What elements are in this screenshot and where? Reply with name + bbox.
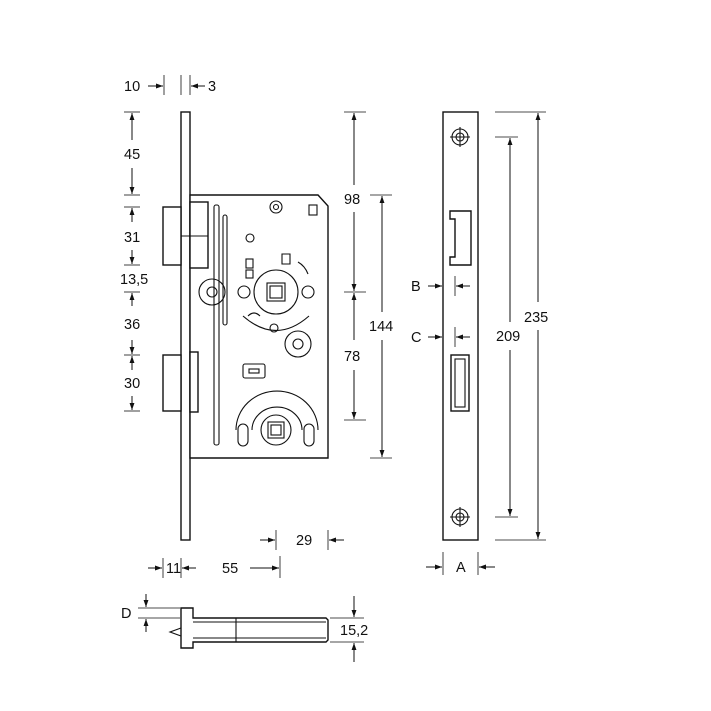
case-tab [308,204,318,216]
dimension-labels: 10 3 45 31 13,5 36 30 98 144 78 29 11 55… [120,79,548,639]
dim-faceplate-width: 10 [124,79,140,95]
key-slot-right [303,423,315,447]
key-arc-inner [251,406,303,431]
faceplate-side [180,111,191,541]
dim-case-edge-to-key: 29 [296,533,312,549]
key-arc-outer [235,390,319,431]
latch-bolt [162,206,182,266]
dim-top-to-latch: 45 [124,147,140,163]
spring-slot [242,363,266,379]
follower-ring [253,269,299,315]
side-latch-tip [168,627,182,637]
mechanism-tab-a [245,258,254,269]
rivet-right-inner [292,338,304,350]
rivet-left-inner [206,286,218,298]
dim-faceplate-thickness: 3 [208,79,216,95]
dim-latch-height: 31 [124,230,140,246]
case-screw-center [272,203,280,211]
lock-side-profile [180,607,329,649]
bolt-opening [450,354,470,412]
follower-pin-left [237,285,251,299]
key-slot-left [237,423,249,447]
follower-lower-hole [269,323,279,333]
bolt-opening-inner [454,358,466,408]
rivet-left-outer [198,278,226,306]
follower-pin-right [301,285,315,299]
dim-backset: 55 [222,561,238,577]
mechanism-notch [247,312,261,317]
latch-housing [189,201,209,269]
label-b: B [411,279,421,295]
case-screw-hole [269,200,283,214]
dim-screw-distance: 209 [496,329,520,345]
small-hole [245,233,255,243]
dim-follower-to-bolt: 36 [124,317,140,333]
dim-follower-to-key: 78 [344,349,360,365]
dim-latch-to-follower: 13,5 [120,272,148,288]
dim-faceplate-offset: 11 [166,561,181,577]
dead-bolt-housing [189,351,199,413]
mechanism-tab-b [245,269,254,279]
follower-square [266,282,286,302]
dimension-lines [124,75,546,662]
follower-lower-arc [242,315,310,331]
label-d: D [121,606,131,622]
mechanism-tab-c [281,253,291,265]
inner-slot-left [213,204,220,446]
key-square-inner [270,424,282,436]
lock-front-view [162,111,329,541]
mechanism-arc-right [297,261,309,275]
dim-top-to-follower: 98 [344,192,360,208]
side-view [168,607,329,649]
faceplate-view [442,111,479,541]
dim-case-height: 144 [369,319,393,335]
follower-square-inner [269,285,283,299]
dim-case-depth: 15,2 [340,623,368,639]
rivet-right-outer [284,330,312,358]
spring-slot-inner [248,368,260,374]
dim-faceplate-length: 235 [524,310,548,326]
latch-opening [449,210,472,266]
dim-bolt-height: 30 [124,376,140,392]
label-c: C [411,330,421,346]
key-square [267,421,285,439]
label-a: A [456,560,466,576]
inner-slot-right [222,214,228,326]
dead-bolt [162,354,182,412]
faceplate [442,111,479,541]
key-hub [260,414,292,446]
